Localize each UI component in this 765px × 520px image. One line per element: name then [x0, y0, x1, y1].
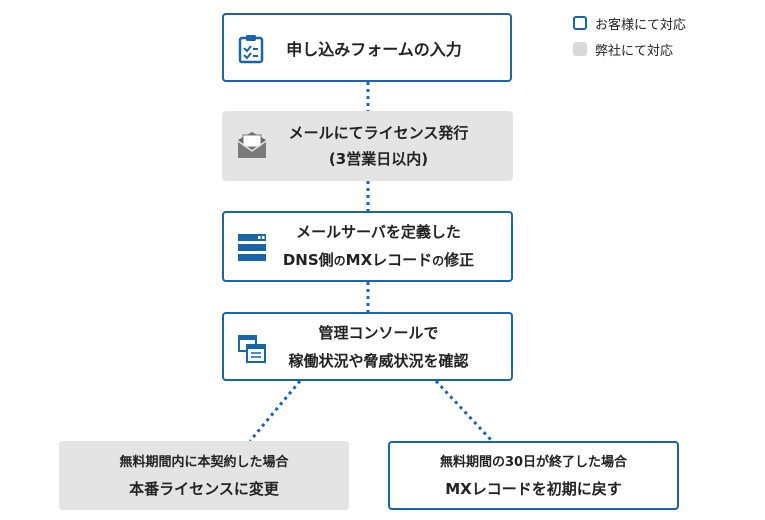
step-console: 管理コンソールで 稼働状況や脅威状況を確認	[222, 312, 513, 381]
step-dns-line2: DNS側のMXレコードの修正	[283, 246, 474, 275]
step-license-line2: (3営業日以内)	[328, 150, 429, 168]
step-console-line1: 管理コンソールで	[318, 323, 439, 342]
step-license-line1: メールにてライセンス発行	[288, 124, 469, 142]
step-dns-line1: メールサーバを定義した	[296, 223, 461, 241]
connector-console-expire	[434, 379, 494, 443]
server-icon	[238, 234, 266, 261]
step-dns: メールサーバを定義した DNS側のMXレコードの修正	[222, 211, 513, 282]
legend-item-customer: お客様にて対応	[573, 12, 686, 34]
outcome-expire-line1: 無料期間の30日が終了した場合	[439, 454, 628, 470]
legend-item-company: 弊社にて対応	[573, 38, 686, 60]
legend-swatch-company	[573, 42, 587, 56]
step-console-line2: 稼働状況や脅威状況を確認	[288, 351, 469, 370]
outcome-expire: 無料期間の30日が終了した場合 MXレコードを初期に戻す	[388, 441, 679, 510]
outcome-contract-line1: 無料期間内に本契約した場合	[119, 454, 289, 470]
outcome-contract: 無料期間内に本契約した場合 本番ライセンスに変更	[59, 441, 349, 510]
step-form: 申し込みフォームの入力	[222, 13, 512, 82]
envelope-icon	[237, 132, 267, 158]
browser-windows-icon	[238, 335, 266, 363]
outcome-expire-line2: MXレコードを初期に戻す	[445, 479, 622, 498]
particle-no-2: の	[432, 254, 445, 268]
dns-side-text: DNS側	[282, 251, 334, 269]
fix-text: 修正	[444, 251, 475, 269]
legend-swatch-customer	[573, 16, 587, 30]
legend-label-customer: お客様にて対応	[595, 17, 687, 33]
legend: お客様にて対応 弊社にて対応	[573, 12, 686, 64]
outcome-contract-line2: 本番ライセンスに変更	[129, 479, 279, 498]
legend-label-company: 弊社にて対応	[595, 43, 674, 59]
mx-record-text: MXレコード	[345, 251, 433, 269]
particle-no-1: の	[333, 254, 346, 268]
connector-console-contract	[248, 380, 302, 442]
step-license: メールにてライセンス発行 (3営業日以内)	[222, 111, 513, 181]
clipboard-check-icon	[238, 35, 264, 64]
step-form-label: 申し込みフォームの入力	[286, 39, 462, 59]
